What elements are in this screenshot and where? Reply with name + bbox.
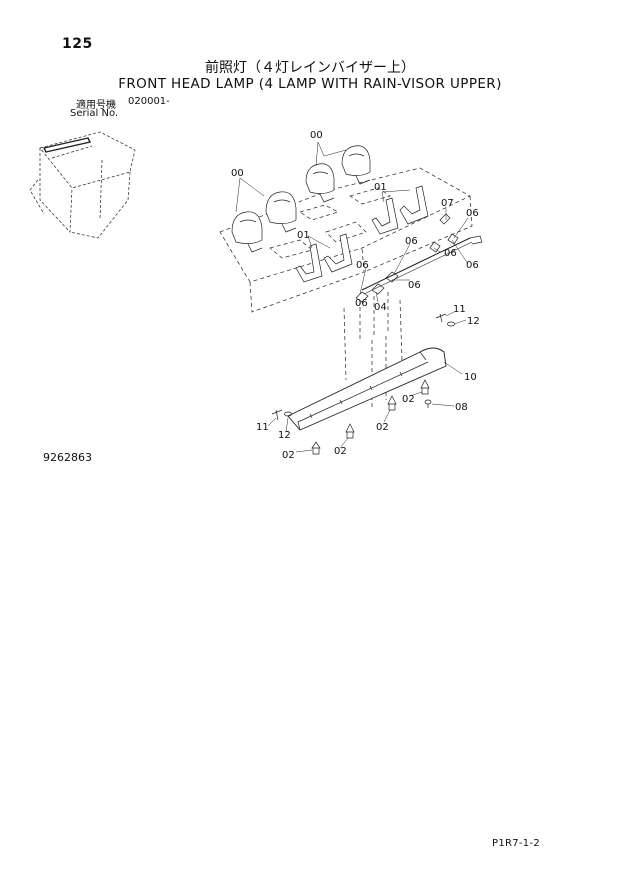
callout-01-front: 01	[297, 230, 310, 241]
callout-00-rear: 00	[310, 130, 323, 141]
rain-visor-thumbnail	[42, 137, 92, 153]
callout-06-c: 06	[444, 248, 457, 259]
callout-06-e: 06	[356, 260, 369, 271]
nut-02-4	[311, 441, 321, 455]
serial-value: 020001-	[128, 96, 170, 107]
callout-06-b: 06	[405, 236, 418, 247]
serial-label-japanese: 適用号機	[76, 100, 116, 111]
callout-07: 07	[441, 198, 454, 209]
leader-lines	[235, 141, 469, 453]
callout-00-front: 00	[231, 168, 244, 179]
nut-02-3	[345, 423, 355, 439]
bolt-11-right	[435, 313, 447, 323]
callout-12-left: 12	[278, 430, 291, 441]
callout-10: 10	[464, 372, 477, 383]
callout-12-right: 12	[467, 316, 480, 327]
washer-12-right	[447, 321, 455, 327]
callout-06-g: 06	[355, 298, 368, 309]
page-number: 125	[62, 36, 93, 52]
bolt-11-left	[271, 409, 283, 421]
callout-06-d: 06	[466, 260, 479, 271]
drawing-number: 9262863	[43, 451, 92, 464]
title-japanese: 前照灯（４灯レインバイザー上）	[205, 60, 415, 76]
head-lamp-00-rear-right	[341, 145, 371, 185]
callout-04: 04	[374, 302, 387, 313]
washer-12-left	[284, 411, 292, 417]
callout-06-a: 06	[466, 208, 479, 219]
callout-02-a: 02	[402, 394, 415, 405]
callout-01-rear: 01	[374, 182, 387, 193]
callout-11-left: 11	[256, 422, 269, 433]
sheet-code: P1R7-1-2	[492, 838, 541, 849]
machine-thumbnail	[29, 131, 136, 239]
screw-08	[424, 399, 432, 408]
nut-02-2	[420, 379, 430, 395]
serial-label-english: Serial No.	[70, 108, 119, 119]
wiring-harness	[355, 213, 483, 303]
callout-02-b: 02	[376, 422, 389, 433]
bracket-01-rear-right	[399, 185, 429, 225]
callout-11-right: 11	[453, 304, 466, 315]
nut-02-1	[387, 395, 397, 411]
bracket-01-front-left	[295, 243, 323, 283]
cab-roof-outline	[219, 167, 473, 410]
head-lamp-00-front-left	[231, 211, 263, 253]
head-lamp-00-front-right	[265, 191, 297, 233]
callout-06-f: 06	[408, 280, 421, 291]
title-english: FRONT HEAD LAMP (4 LAMP WITH RAIN-VISOR …	[118, 76, 502, 92]
bracket-01-front-right	[323, 233, 353, 273]
callout-08: 08	[455, 402, 468, 413]
rain-visor-10	[287, 347, 447, 431]
bracket-01-rear-left	[371, 197, 399, 235]
head-lamp-00-rear-left	[305, 163, 335, 203]
callout-02-d: 02	[334, 446, 347, 457]
callout-02-c: 02	[282, 450, 295, 461]
